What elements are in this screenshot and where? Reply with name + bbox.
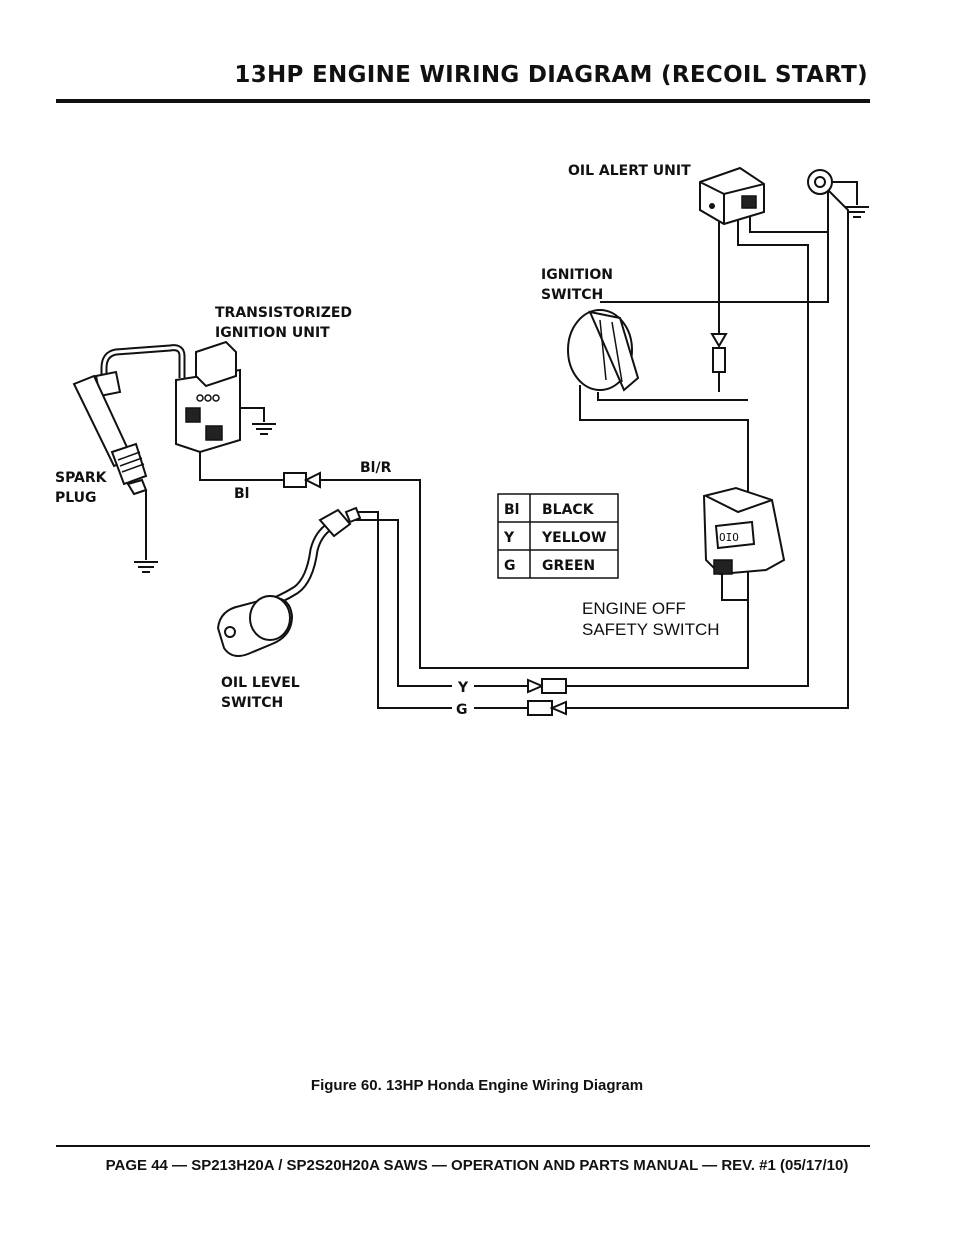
legend-color: GREEN <box>542 558 595 574</box>
label-oil-level-switch: OIL LEVEL <box>221 675 300 691</box>
oil-level-switch <box>216 506 362 657</box>
engine-off-safety-switch: OIO <box>702 486 786 576</box>
wire-oil-alert-g <box>566 189 849 709</box>
wire-y-left <box>350 519 452 687</box>
wire-ignition-switch-top <box>600 192 829 303</box>
connector-oil-alert <box>710 333 728 373</box>
legend-code: Bl <box>504 502 519 518</box>
wire-oil-alert-2 <box>749 216 828 233</box>
spark-plug <box>72 370 148 496</box>
wiring <box>145 181 858 709</box>
wire-engine-off <box>721 566 748 601</box>
ground-symbol-oil-alert <box>845 206 869 218</box>
legend-color: YELLOW <box>541 530 606 546</box>
label-engine-off-safety-switch: SAFETY SWITCH <box>582 620 720 639</box>
page-footer: PAGE 44 — SP213H20A / SP2S20H20A SAWS — … <box>105 1157 849 1174</box>
connector-g <box>527 700 567 716</box>
label-wire-y: Y <box>457 680 469 696</box>
label-wire-g: G <box>456 702 468 718</box>
wire-g-left <box>356 511 452 709</box>
wire-ignition-switch-mid <box>597 392 748 401</box>
legend-code: G <box>504 558 516 574</box>
label-transistorized-ignition-unit: TRANSISTORIZED <box>215 305 352 321</box>
wire-oil-alert-y <box>566 220 809 687</box>
wire-blr <box>320 479 749 669</box>
ground-symbol-spark <box>134 561 158 573</box>
label-oil-level-switch: SWITCH <box>221 695 283 711</box>
label-wire-bl: Bl <box>234 486 249 502</box>
wire-ignition-switch-bottom <box>579 385 749 480</box>
color-legend: Bl BLACK Y YELLOW G GREEN <box>497 493 619 579</box>
connector-y <box>527 678 567 694</box>
connector-blr <box>283 471 321 489</box>
label-spark-plug: SPARK <box>55 470 108 486</box>
label-transistorized-ignition-unit: IGNITION UNIT <box>215 325 330 341</box>
wire-bl-ignition <box>199 452 284 481</box>
oil-alert-lamp-icon <box>807 169 833 195</box>
wire-lamp-ground <box>832 181 858 205</box>
figure-caption: Figure 60. 13HP Honda Engine Wiring Diag… <box>310 1077 644 1094</box>
oil-alert-unit <box>699 166 765 226</box>
transistorized-ignition-unit <box>100 340 241 454</box>
label-ignition-switch: SWITCH <box>541 287 603 303</box>
ground-symbol-ignition <box>252 423 276 435</box>
label-engine-off-safety-switch: ENGINE OFF <box>582 599 686 618</box>
label-ignition-switch: IGNITION <box>541 267 613 283</box>
label-spark-plug: PLUG <box>55 490 97 506</box>
switch-marking: OIO <box>719 531 739 544</box>
label-oil-alert-unit: OIL ALERT UNIT <box>568 163 691 179</box>
page-title: 13HP ENGINE WIRING DIAGRAM (RECOIL START… <box>234 62 868 88</box>
header-rule <box>56 99 870 103</box>
label-wire-blr: Bl/R <box>360 460 392 476</box>
ignition-switch <box>567 309 640 392</box>
legend-code: Y <box>503 530 515 546</box>
footer-rule <box>56 1145 870 1147</box>
legend-color: BLACK <box>542 502 595 518</box>
